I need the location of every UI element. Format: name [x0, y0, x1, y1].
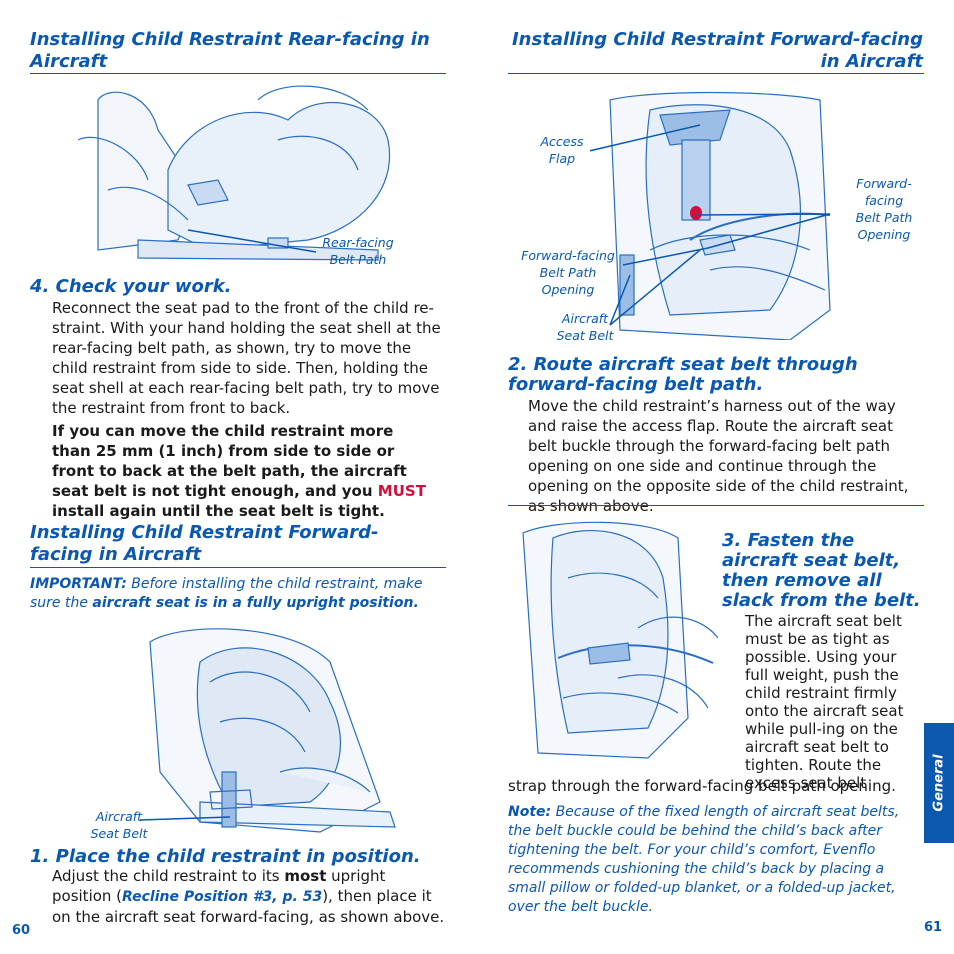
section-title-forward-facing-right: Installing Child Restraint Forward-facin… — [511, 29, 923, 72]
step-3-title: 3. Fasten the aircraft seat belt, then r… — [722, 530, 921, 611]
step-4-warning: If you can move the child restraint more… — [52, 422, 426, 520]
caption-rear-facing-belt-path: Rear-facing Belt Path — [322, 235, 394, 267]
important-note: IMPORTANT: Before installing the child r… — [30, 576, 423, 611]
caption-forward-facing-opening-left: Forward-facing Belt Path Opening — [521, 248, 615, 297]
step-3-body-continued: strap through the forward-facing belt pa… — [508, 777, 896, 795]
section-divider — [30, 567, 446, 568]
section-divider — [508, 73, 924, 74]
belt-routing-illustration — [590, 91, 831, 340]
step-4-body: Reconnect the seat pad to the front of t… — [52, 299, 441, 417]
note-paragraph: Note: Because of the fixed length of air… — [508, 804, 900, 915]
step-3-body: The aircraft seat belt must be as tight … — [745, 612, 904, 792]
section-tab-label: General — [931, 754, 947, 812]
caption-aircraft-seat-belt: Aircraft Seat Belt — [90, 809, 148, 841]
step-2-title: 2. Route aircraft seat belt through forw… — [508, 354, 858, 395]
caption-aircraft-seat-belt-right: Aircraft Seat Belt — [556, 311, 614, 343]
step-2-body: Move the child restraint’s harness out o… — [528, 397, 909, 515]
caption-forward-facing-opening-right: Forward-facing Belt Path Opening — [855, 176, 913, 242]
step-1-title: 1. Place the child restraint in position… — [30, 846, 421, 867]
section-title-forward-facing: Installing Child Restraint Forward-facin… — [30, 522, 379, 565]
rear-facing-install-illustration — [78, 85, 391, 261]
tighten-belt-illustration — [522, 521, 718, 759]
page-number-left: 60 — [12, 923, 31, 938]
section-title-rear-facing: Installing Child Restraint Rear-facing i… — [30, 29, 430, 72]
must-emphasis: MUST — [377, 482, 426, 500]
section-tab-general: General — [924, 723, 954, 843]
page-number-right: 61 — [924, 920, 943, 935]
caption-access-flap: Access Flap — [540, 134, 584, 166]
section-divider — [30, 73, 446, 74]
section-divider — [508, 505, 924, 506]
forward-facing-seat-illustration — [140, 628, 396, 833]
step-1-body: Adjust the child restraint to its most u… — [52, 867, 445, 926]
step-4-title: 4. Check your work. — [30, 276, 232, 297]
